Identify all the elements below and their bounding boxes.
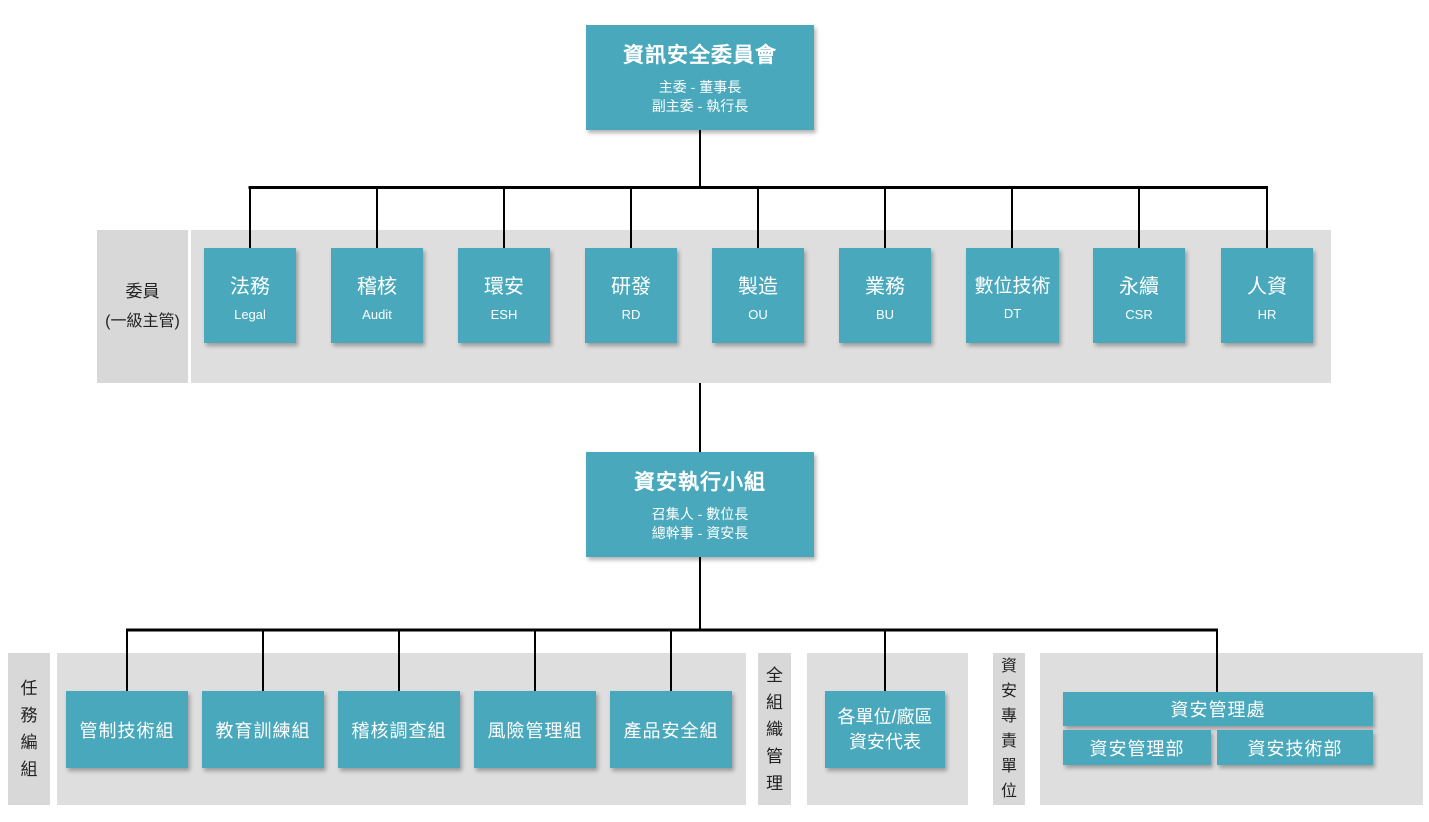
dedicated-label-text: 資安專責單位 <box>1000 658 1017 800</box>
committee-side-label: 委員 (一級主管) <box>97 230 188 383</box>
task-group-label-text: 任務編組 <box>20 679 38 779</box>
member-zh: 製造 <box>738 275 778 298</box>
exec-line-convener: 召集人 - 數位長 <box>651 506 749 522</box>
dedicated-side-label: 資安專責單位 <box>993 653 1025 805</box>
node-member-rd: 研發 RD <box>585 248 677 343</box>
task-label: 產品安全組 <box>623 720 719 741</box>
member-en: DT <box>1003 305 1022 321</box>
exec-title: 資安執行小組 <box>634 471 766 494</box>
node-member-csr: 永續 CSR <box>1093 248 1185 343</box>
member-zh: 稽核 <box>357 275 397 298</box>
org-wide-label-text: 全組織管理 <box>766 665 783 793</box>
root-title: 資訊安全委員會 <box>623 44 777 67</box>
committee-label-line1: 委員 <box>125 281 160 301</box>
exec-line-secretary: 總幹事 - 資安長 <box>651 525 749 541</box>
member-en: BU <box>875 306 895 322</box>
rep-line2: 資安代表 <box>849 731 921 752</box>
node-task-audit-investigation: 稽核調查組 <box>338 691 460 768</box>
division-label: 資安管理處 <box>1170 700 1266 720</box>
dept-label: 資安管理部 <box>1089 738 1185 759</box>
task-label: 教育訓練組 <box>215 720 311 741</box>
node-security-technology-dept: 資安技術部 <box>1217 730 1373 765</box>
member-en: HR <box>1257 306 1277 322</box>
node-security-exec-team: 資安執行小組 召集人 - 數位長 總幹事 - 資安長 <box>586 452 814 557</box>
member-zh: 環安 <box>484 275 524 298</box>
task-label: 管制技術組 <box>79 720 175 741</box>
node-member-esh: 環安 ESH <box>458 248 550 343</box>
node-task-education-training: 教育訓練組 <box>202 691 324 768</box>
node-member-dt: 數位技術 DT <box>966 248 1059 343</box>
node-security-management-dept: 資安管理部 <box>1063 730 1211 765</box>
node-security-management-division: 資安管理處 <box>1063 692 1373 726</box>
node-task-product-security: 產品安全組 <box>610 691 732 768</box>
member-zh: 永續 <box>1119 275 1159 298</box>
task-label: 稽核調查組 <box>351 720 447 741</box>
member-en: Audit <box>362 306 392 322</box>
node-member-bu: 業務 BU <box>839 248 931 343</box>
node-member-legal: 法務 Legal <box>204 248 296 343</box>
member-zh: 人資 <box>1247 275 1287 298</box>
root-line-chair: 主委 - 董事長 <box>658 79 742 95</box>
node-member-audit: 稽核 Audit <box>331 248 423 343</box>
committee-label-line2: (一級主管) <box>105 312 180 330</box>
node-task-risk-management: 風險管理組 <box>474 691 596 768</box>
root-line-vice-chair: 副主委 - 執行長 <box>651 98 749 114</box>
member-zh: 法務 <box>230 275 270 298</box>
member-en: CSR <box>1125 306 1153 322</box>
node-info-security-committee: 資訊安全委員會 主委 - 董事長 副主委 - 執行長 <box>586 25 814 130</box>
node-task-control-tech: 管制技術組 <box>66 691 188 768</box>
member-en: Legal <box>234 306 266 322</box>
task-group-side-label: 任務編組 <box>8 653 50 805</box>
node-member-hr: 人資 HR <box>1221 248 1313 343</box>
rep-line1: 各單位/廠區 <box>837 706 933 727</box>
member-zh: 數位技術 <box>974 275 1051 297</box>
member-zh: 研發 <box>611 275 651 298</box>
node-unit-site-representatives: 各單位/廠區 資安代表 <box>825 691 945 768</box>
member-zh: 業務 <box>865 275 905 298</box>
task-label: 風險管理組 <box>487 720 583 741</box>
member-en: RD <box>621 306 641 322</box>
node-member-ou: 製造 OU <box>712 248 804 343</box>
dedicated-band <box>1040 653 1423 805</box>
member-en: OU <box>748 306 768 322</box>
dept-label: 資安技術部 <box>1247 738 1343 759</box>
org-wide-side-label: 全組織管理 <box>758 653 791 805</box>
member-en: ESH <box>490 306 518 322</box>
